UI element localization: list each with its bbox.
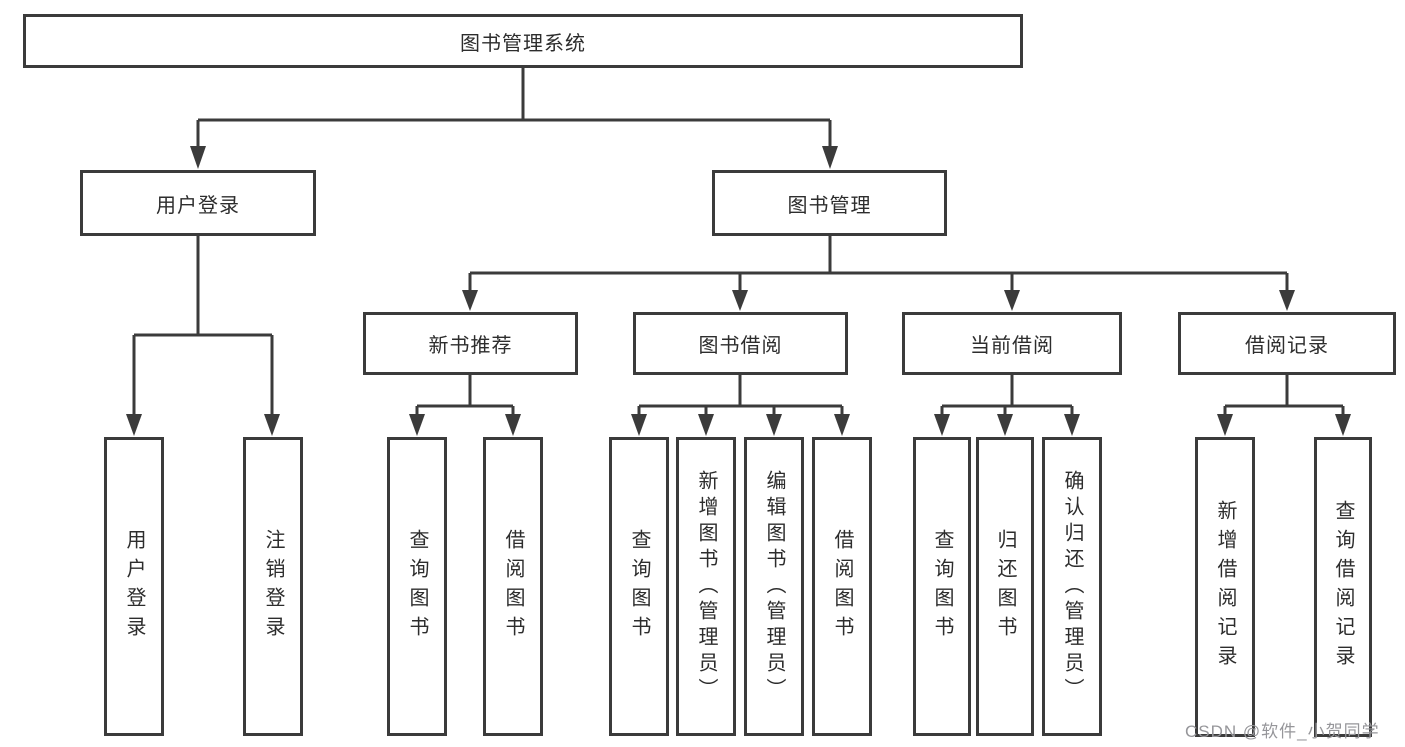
leaf-label: 注销登录 (262, 528, 284, 645)
leaf-add-borrow-record: 新增借阅记录 (1195, 437, 1255, 737)
leaf-label: 查询图书 (406, 528, 428, 645)
node-current-borrow: 当前借阅 (902, 312, 1122, 375)
leaf-borrow-books: 借阅图书 (812, 437, 872, 736)
node-borrow-record: 借阅记录 (1178, 312, 1396, 375)
leaf-label: 查询借阅记录 (1332, 500, 1354, 674)
leaf-return-books: 归还图书 (976, 437, 1034, 736)
leaf-edit-books-admin: 编辑图书（管理员） (744, 437, 804, 736)
leaf-label: 确认归还（管理员） (1061, 469, 1083, 704)
node-new-book-recommend: 新书推荐 (363, 312, 578, 375)
leaf-label: 查询图书 (931, 528, 953, 645)
leaf-label: 新增借阅记录 (1214, 500, 1236, 674)
node-book-borrow: 图书借阅 (633, 312, 848, 375)
leaf-query-borrow-record: 查询借阅记录 (1314, 437, 1372, 737)
leaf-query-books: 查询图书 (913, 437, 971, 736)
leaf-label: 编辑图书（管理员） (763, 469, 785, 704)
csdn-watermark: CSDN @软件_小贺同学 (1185, 722, 1380, 741)
leaf-label: 新增图书（管理员） (695, 469, 717, 704)
arrowheads (126, 146, 1351, 436)
leaf-label: 用户登录 (123, 528, 145, 645)
leaf-add-books-admin: 新增图书（管理员） (676, 437, 736, 736)
node-book-management: 图书管理 (712, 170, 947, 236)
leaf-query-books: 查询图书 (609, 437, 669, 736)
leaf-label: 借阅图书 (831, 528, 853, 645)
node-user-login: 用户登录 (80, 170, 316, 236)
leaf-logout: 注销登录 (243, 437, 303, 736)
leaf-user-login: 用户登录 (104, 437, 164, 736)
leaf-borrow-books: 借阅图书 (483, 437, 543, 736)
leaf-query-books: 查询图书 (387, 437, 447, 736)
leaf-label: 归还图书 (994, 528, 1016, 645)
leaf-label: 借阅图书 (502, 528, 524, 645)
leaf-label: 查询图书 (628, 528, 650, 645)
node-system-root: 图书管理系统 (23, 14, 1023, 68)
leaf-confirm-return-admin: 确认归还（管理员） (1042, 437, 1102, 736)
